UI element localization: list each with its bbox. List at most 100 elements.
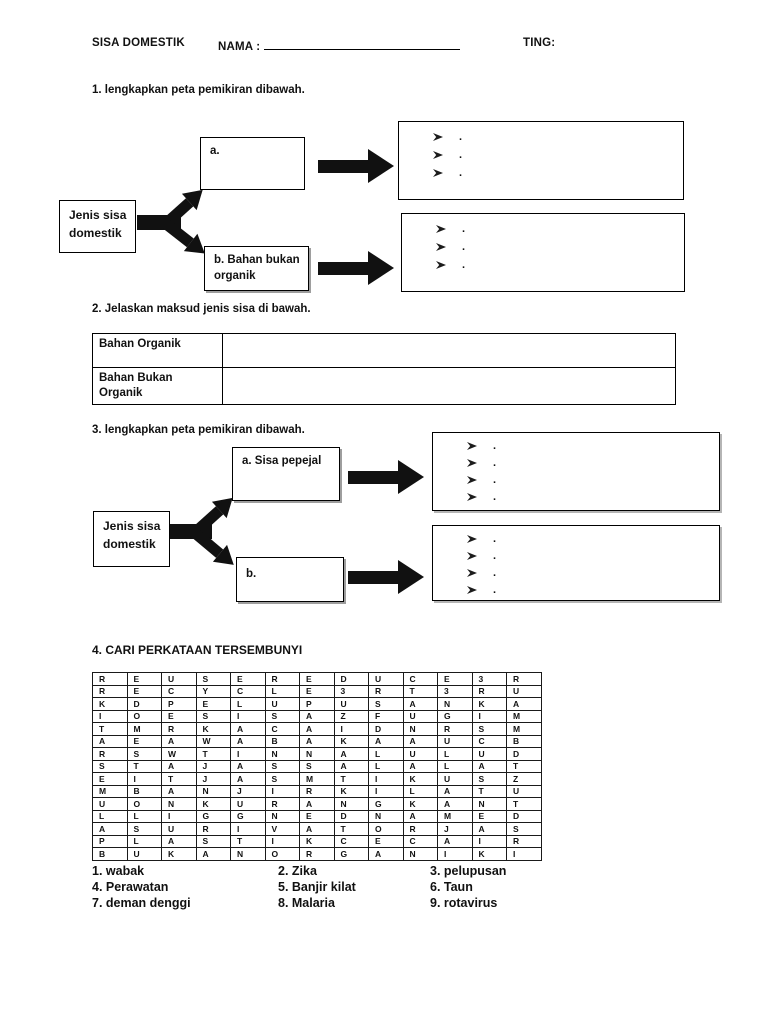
grid-cell: J [195,759,231,773]
grid-cell: R [264,672,300,686]
grid-cell: E [92,772,128,786]
grid-cell: J [437,822,473,836]
grid-cell: A [437,834,473,848]
grid-cell: S [264,709,300,723]
grid-cell: L [126,809,162,823]
table-row: Bahan Organik [92,333,676,368]
q2-heading: 2. Jelaskan maksud jenis sisa di bawah. [92,303,311,315]
grid-cell: I [230,822,266,836]
q1-answer-box-a: ... [398,121,684,200]
grid-cell: K [402,772,438,786]
grid-cell: U [126,847,162,861]
answer-bullet: . [466,547,719,564]
q4-heading: 4. CARI PERKATAAN TERSEMBUNYI [92,643,303,657]
q1-branch-b-box: b. Bahan bukan organik [204,246,309,291]
grid-cell: A [161,784,197,798]
grid-cell: T [402,684,438,698]
grid-cell: U [437,772,473,786]
grid-cell: R [299,847,335,861]
grid-cell: I [264,784,300,798]
grid-cell: F [368,709,404,723]
grid-cell: A [368,847,404,861]
grid-cell: 3 [333,684,369,698]
grid-cell: E [161,709,197,723]
grid-cell: I [506,847,542,861]
arrowhead-bullet-icon [436,261,446,269]
q1-branch-a-box: a. [200,137,305,190]
q1-branch-b-label: b. Bahan bukan organik [214,254,300,282]
grid-cell: I [368,772,404,786]
grid-cell: S [126,822,162,836]
q2-row1-value [222,333,676,368]
grid-cell: C [264,722,300,736]
grid-cell: A [92,822,128,836]
grid-cell: A [402,697,438,711]
q3-root-box: Jenis sisa domestik [93,511,170,567]
grid-cell: S [92,759,128,773]
q2-definition-table: Bahan Organik Bahan Bukan Organik [92,333,676,405]
word-list-item: 4. Perawatan [92,880,169,894]
word-list-item: 9. rotavirus [430,896,498,910]
q2-row2-label: Bahan Bukan Organik [92,367,223,405]
word-list-item: 2. Zika [278,864,317,878]
grid-cell: A [402,759,438,773]
grid-cell: K [195,722,231,736]
arrowhead-bullet-icon [467,458,477,467]
q1-arrow-b-icon [318,251,394,285]
q3-branch-down-arrow-icon [190,526,241,574]
bullet-dot: . [493,549,497,562]
grid-cell: D [506,747,542,761]
grid-cell: Y [195,684,231,698]
bullet-dot: . [462,241,466,253]
grid-cell: T [126,759,162,773]
grid-cell: I [471,709,507,723]
grid-cell: I [437,847,473,861]
q3-answer-box-a: .... [432,432,720,511]
grid-cell: E [368,834,404,848]
grid-cell: A [299,797,335,811]
q3-root-line1: Jenis sisa [103,519,161,533]
grid-cell: A [230,759,266,773]
grid-cell: I [92,709,128,723]
grid-cell: E [299,684,335,698]
grid-cell: O [368,822,404,836]
q1-heading: 1. lengkapkan peta pemikiran dibawah. [92,84,305,96]
grid-cell: C [161,684,197,698]
arrowhead-bullet-icon [467,585,477,594]
grid-cell: L [92,809,128,823]
grid-cell: A [92,734,128,748]
grid-cell: L [368,759,404,773]
arrowhead-bullet-icon [467,551,477,560]
grid-cell: K [471,847,507,861]
grid-cell: M [299,772,335,786]
grid-cell: N [402,722,438,736]
grid-cell: A [299,709,335,723]
grid-cell: D [506,809,542,823]
grid-cell: E [471,809,507,823]
grid-cell: W [161,747,197,761]
word-list-item: 3. pelupusan [430,864,507,878]
arrowhead-bullet-icon [467,568,477,577]
grid-cell: L [368,747,404,761]
grid-cell: K [299,834,335,848]
grid-cell: A [195,847,231,861]
answer-bullet: . [466,530,719,547]
q2-row2-value [222,367,676,405]
grid-cell: S [506,822,542,836]
answer-bullet: . [466,437,719,454]
word-list-item: 7. deman denggi [92,896,191,910]
grid-cell: N [264,809,300,823]
grid-cell: G [368,797,404,811]
grid-cell: I [471,834,507,848]
answer-bullet: . [435,220,684,238]
grid-cell: U [92,797,128,811]
grid-cell: L [402,784,438,798]
grid-cell: A [471,759,507,773]
grid-cell: K [402,797,438,811]
